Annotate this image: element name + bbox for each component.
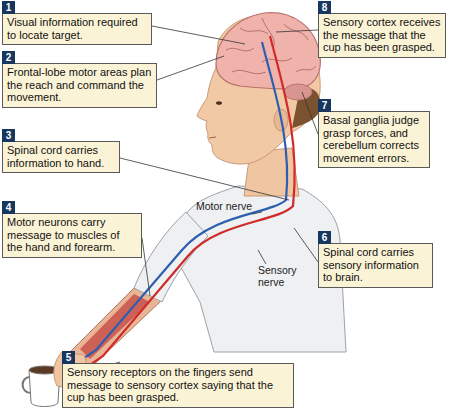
callout-number: 6 — [318, 231, 331, 244]
callout-box: 3Spinal cord carries information to hand… — [2, 141, 120, 173]
callout-box: 2Frontal-lobe motor areas plan the reach… — [2, 63, 157, 108]
leader-line — [252, 212, 262, 214]
nerve-label: Sensory nerve — [258, 264, 304, 288]
brain — [216, 13, 320, 89]
leader-line — [120, 158, 289, 200]
leader-line — [302, 92, 318, 134]
callout-box: 7Basal ganglia judge grasp forces, and c… — [318, 111, 430, 168]
nerve-label: Motor nerve — [196, 200, 256, 212]
callout-number: 4 — [2, 201, 15, 214]
leader-line — [276, 30, 318, 32]
callout-box: 4Motor neurons carry message to muscles … — [2, 213, 142, 258]
callout-text: Visual information required to locate ta… — [7, 16, 147, 41]
callout-number: 5 — [62, 351, 75, 364]
callout-number: 2 — [2, 51, 15, 64]
leader-line — [258, 250, 266, 264]
eye — [216, 101, 222, 105]
callout-text: Basal ganglia judge grasp forces, and ce… — [323, 114, 425, 164]
callout-number: 1 — [2, 1, 15, 14]
callout-box: 5Sensory receptors on the fingers send m… — [62, 363, 294, 408]
callout-box: 1Visual information required to locate t… — [2, 13, 152, 45]
brain-folds — [226, 18, 316, 74]
mouth — [209, 137, 216, 138]
callout-number: 7 — [318, 99, 331, 112]
callout-text: Motor neurons carry message to muscles o… — [7, 216, 137, 254]
sleeve — [134, 212, 208, 302]
callout-box: 6Spinal cord carries sensory information… — [318, 243, 433, 288]
leader-line — [152, 26, 245, 44]
callout-number: 3 — [2, 129, 15, 142]
callout-box: 8Sensory cortex receives the message tha… — [318, 13, 446, 58]
callout-text: Spinal cord carries information to hand. — [7, 144, 115, 169]
callout-text: Sensory cortex receives the message that… — [323, 16, 441, 54]
cerebellum — [284, 84, 312, 100]
leader-line — [294, 228, 318, 262]
callout-number: 8 — [318, 1, 331, 14]
cup-handle — [23, 377, 31, 393]
callout-text: Sensory receptors on the fingers send me… — [67, 366, 289, 404]
leader-line — [157, 56, 224, 80]
callout-text: Spinal cord carries sensory information … — [323, 246, 428, 284]
leader-line — [142, 238, 150, 296]
callout-text: Frontal-lobe motor areas plan the reach … — [7, 66, 152, 104]
